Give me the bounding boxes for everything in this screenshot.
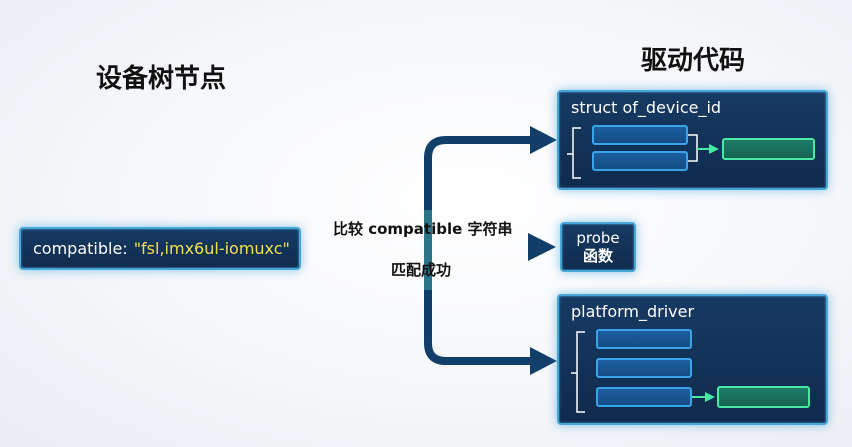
compatible-property-box: compatible: "fsl,imx6ul-iomuxc" xyxy=(19,227,301,270)
arrow-to-platform-driver xyxy=(424,247,532,365)
of-device-id-connectors xyxy=(567,127,719,179)
compare-label: 比较 compatible 字符串 xyxy=(333,220,513,238)
match-success-label: 匹配成功 xyxy=(391,261,452,279)
arrow-head-of-device-id xyxy=(530,126,557,154)
arrow-head-probe xyxy=(528,233,556,261)
platform-driver-entry-1 xyxy=(596,329,692,349)
probe-function-panel: probe 函数 xyxy=(560,222,636,272)
platform-driver-entry-3 xyxy=(596,387,692,407)
arrow-to-of-device-id xyxy=(424,136,532,247)
driver-code-title: 驱动代码 xyxy=(641,46,746,76)
platform-driver-title: platform_driver xyxy=(571,302,695,321)
of-device-id-panel: struct of_device_id xyxy=(557,90,828,190)
of-device-id-entry-2 xyxy=(592,151,688,171)
compatible-value: "fsl,imx6ul-iomuxc" xyxy=(133,239,290,258)
of-device-id-result xyxy=(722,138,815,160)
of-device-id-title: struct of_device_id xyxy=(571,98,722,117)
platform-driver-connectors xyxy=(571,331,715,413)
platform-driver-result xyxy=(717,386,810,408)
platform-driver-panel: platform_driver xyxy=(557,294,828,425)
arrow-head-platform-driver xyxy=(530,347,557,375)
probe-function-label: 函数 xyxy=(582,247,613,265)
platform-driver-entry-2 xyxy=(596,358,692,378)
probe-label: probe xyxy=(576,229,620,247)
of-device-id-entry-1 xyxy=(592,125,688,145)
compatible-key: compatible: xyxy=(33,239,128,258)
device-tree-node-title: 设备树节点 xyxy=(96,64,227,94)
